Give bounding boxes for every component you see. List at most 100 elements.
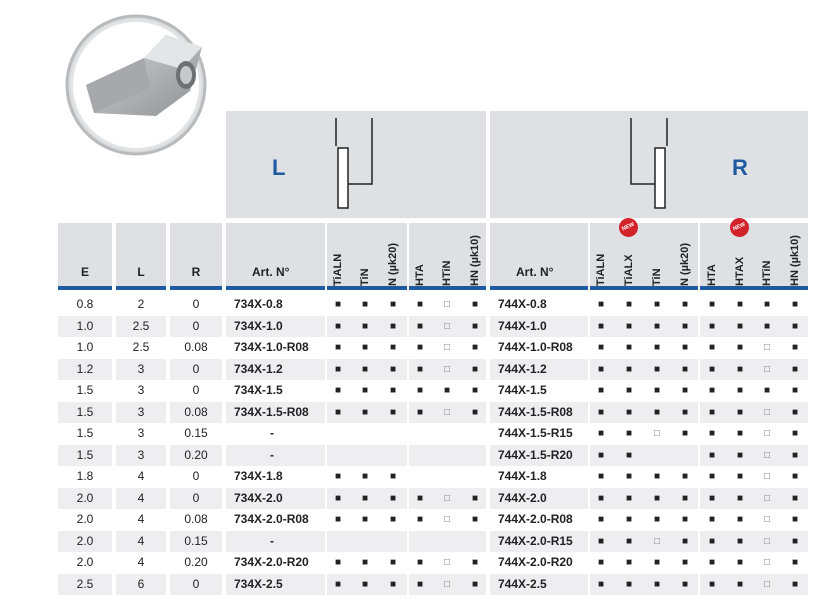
row-stripe (58, 530, 112, 552)
cell-l: 2.5 (132, 340, 150, 354)
availability-filled-mark: ■ (708, 363, 716, 375)
availability-filled-mark: ■ (597, 363, 605, 375)
cell-r: 0 (192, 490, 200, 505)
row-stripe (116, 315, 166, 337)
row-stripe (116, 487, 166, 509)
cell-l: 3 (137, 447, 145, 462)
row-stripe (490, 401, 808, 423)
availability-filled-mark: ■ (416, 578, 424, 590)
article-right: 744X-1.5-R08 (498, 404, 573, 419)
row-stripe (226, 358, 486, 380)
availability-filled-mark: ■ (708, 342, 716, 353)
row-stripe (170, 444, 222, 466)
availability-filled-mark: ■ (471, 514, 479, 525)
cell-e: 0.8 (76, 297, 94, 311)
article-left: 734X-2.5 (234, 576, 283, 591)
cell-e: 1.5 (76, 383, 94, 397)
availability-filled-mark: ■ (681, 578, 689, 590)
availability-filled-mark: ■ (681, 320, 689, 332)
cell-r: 0 (192, 383, 200, 397)
cell-e: 1.0 (76, 340, 94, 354)
availability-filled-mark: ■ (708, 471, 716, 482)
row-stripe (58, 444, 112, 466)
grooving-insert-illustration (65, 14, 207, 156)
article-right: 744X-1.8 (498, 469, 547, 483)
availability-filled-mark: ■ (681, 514, 689, 525)
availability-filled-mark: ■ (597, 471, 605, 482)
availability-filled-mark: ■ (791, 557, 799, 568)
availability-filled-mark: ■ (471, 578, 479, 590)
article-right: 744X-2.0-R20 (498, 555, 573, 569)
cell-r: 0.15 (184, 426, 208, 440)
availability-filled-mark: ■ (471, 406, 479, 418)
row-stripe (170, 358, 222, 380)
availability-filled-mark: ■ (708, 535, 716, 547)
availability-filled-mark: ■ (625, 385, 633, 396)
cell-r: 0.08 (184, 340, 208, 354)
row-stripe (170, 573, 222, 595)
row-stripe (170, 487, 222, 509)
availability-open-mark: □ (653, 535, 661, 547)
cell-l: 3 (137, 383, 145, 397)
availability-filled-mark: ■ (416, 557, 424, 568)
availability-filled-mark: ■ (736, 320, 744, 332)
availability-filled-mark: ■ (597, 449, 605, 461)
availability-filled-mark: ■ (736, 385, 744, 396)
header-left-coatings (226, 223, 486, 286)
cell-r: 0.08 (184, 512, 208, 526)
availability-filled-mark: ■ (471, 320, 479, 332)
availability-filled-mark: ■ (653, 578, 661, 590)
availability-filled-mark: ■ (625, 471, 633, 482)
availability-filled-mark: ■ (791, 320, 799, 332)
row-stripe (226, 444, 486, 466)
availability-filled-mark: ■ (625, 299, 633, 310)
availability-filled-mark: ■ (625, 320, 633, 332)
availability-filled-mark: ■ (653, 557, 661, 568)
availability-open-mark: □ (443, 492, 451, 504)
row-stripe (226, 487, 486, 509)
availability-filled-mark: ■ (736, 299, 744, 310)
availability-filled-mark: ■ (653, 342, 661, 353)
availability-filled-mark: ■ (681, 492, 689, 504)
row-stripe (170, 530, 222, 552)
article-left: - (270, 533, 274, 548)
availability-filled-mark: ■ (334, 385, 342, 396)
cell-l: 4 (137, 555, 145, 569)
header-r (170, 223, 222, 286)
availability-filled-mark: ■ (416, 342, 424, 353)
availability-filled-mark: ■ (625, 406, 633, 418)
availability-filled-mark: ■ (791, 428, 799, 439)
coating-header-right: HTA (706, 264, 718, 286)
availability-filled-mark: ■ (597, 320, 605, 332)
availability-filled-mark: ■ (681, 428, 689, 439)
cell-e: 2.5 (76, 576, 94, 591)
availability-filled-mark: ■ (471, 342, 479, 353)
cell-e: 1.5 (76, 426, 94, 440)
availability-filled-mark: ■ (361, 385, 369, 396)
availability-filled-mark: ■ (597, 557, 605, 568)
cell-e: 2.0 (76, 512, 94, 526)
article-right: 744X-1.2 (498, 361, 547, 376)
availability-filled-mark: ■ (597, 428, 605, 439)
availability-open-mark: □ (443, 406, 451, 418)
cell-r: 0.08 (184, 404, 208, 419)
cell-e: 2.0 (76, 555, 94, 569)
availability-filled-mark: ■ (708, 449, 716, 461)
availability-filled-mark: ■ (389, 471, 397, 482)
header-e (58, 223, 112, 286)
availability-open-mark: □ (443, 363, 451, 375)
availability-open-mark: □ (763, 406, 771, 418)
availability-open-mark: □ (763, 342, 771, 353)
availability-filled-mark: ■ (416, 492, 424, 504)
availability-filled-mark: ■ (736, 342, 744, 353)
availability-filled-mark: ■ (361, 578, 369, 590)
availability-filled-mark: ■ (736, 428, 744, 439)
availability-filled-mark: ■ (471, 557, 479, 568)
availability-filled-mark: ■ (736, 557, 744, 568)
row-stripe (58, 358, 112, 380)
availability-filled-mark: ■ (389, 578, 397, 590)
availability-filled-mark: ■ (334, 299, 342, 310)
availability-filled-mark: ■ (389, 299, 397, 310)
column-separator (407, 223, 409, 598)
row-stripe (58, 315, 112, 337)
